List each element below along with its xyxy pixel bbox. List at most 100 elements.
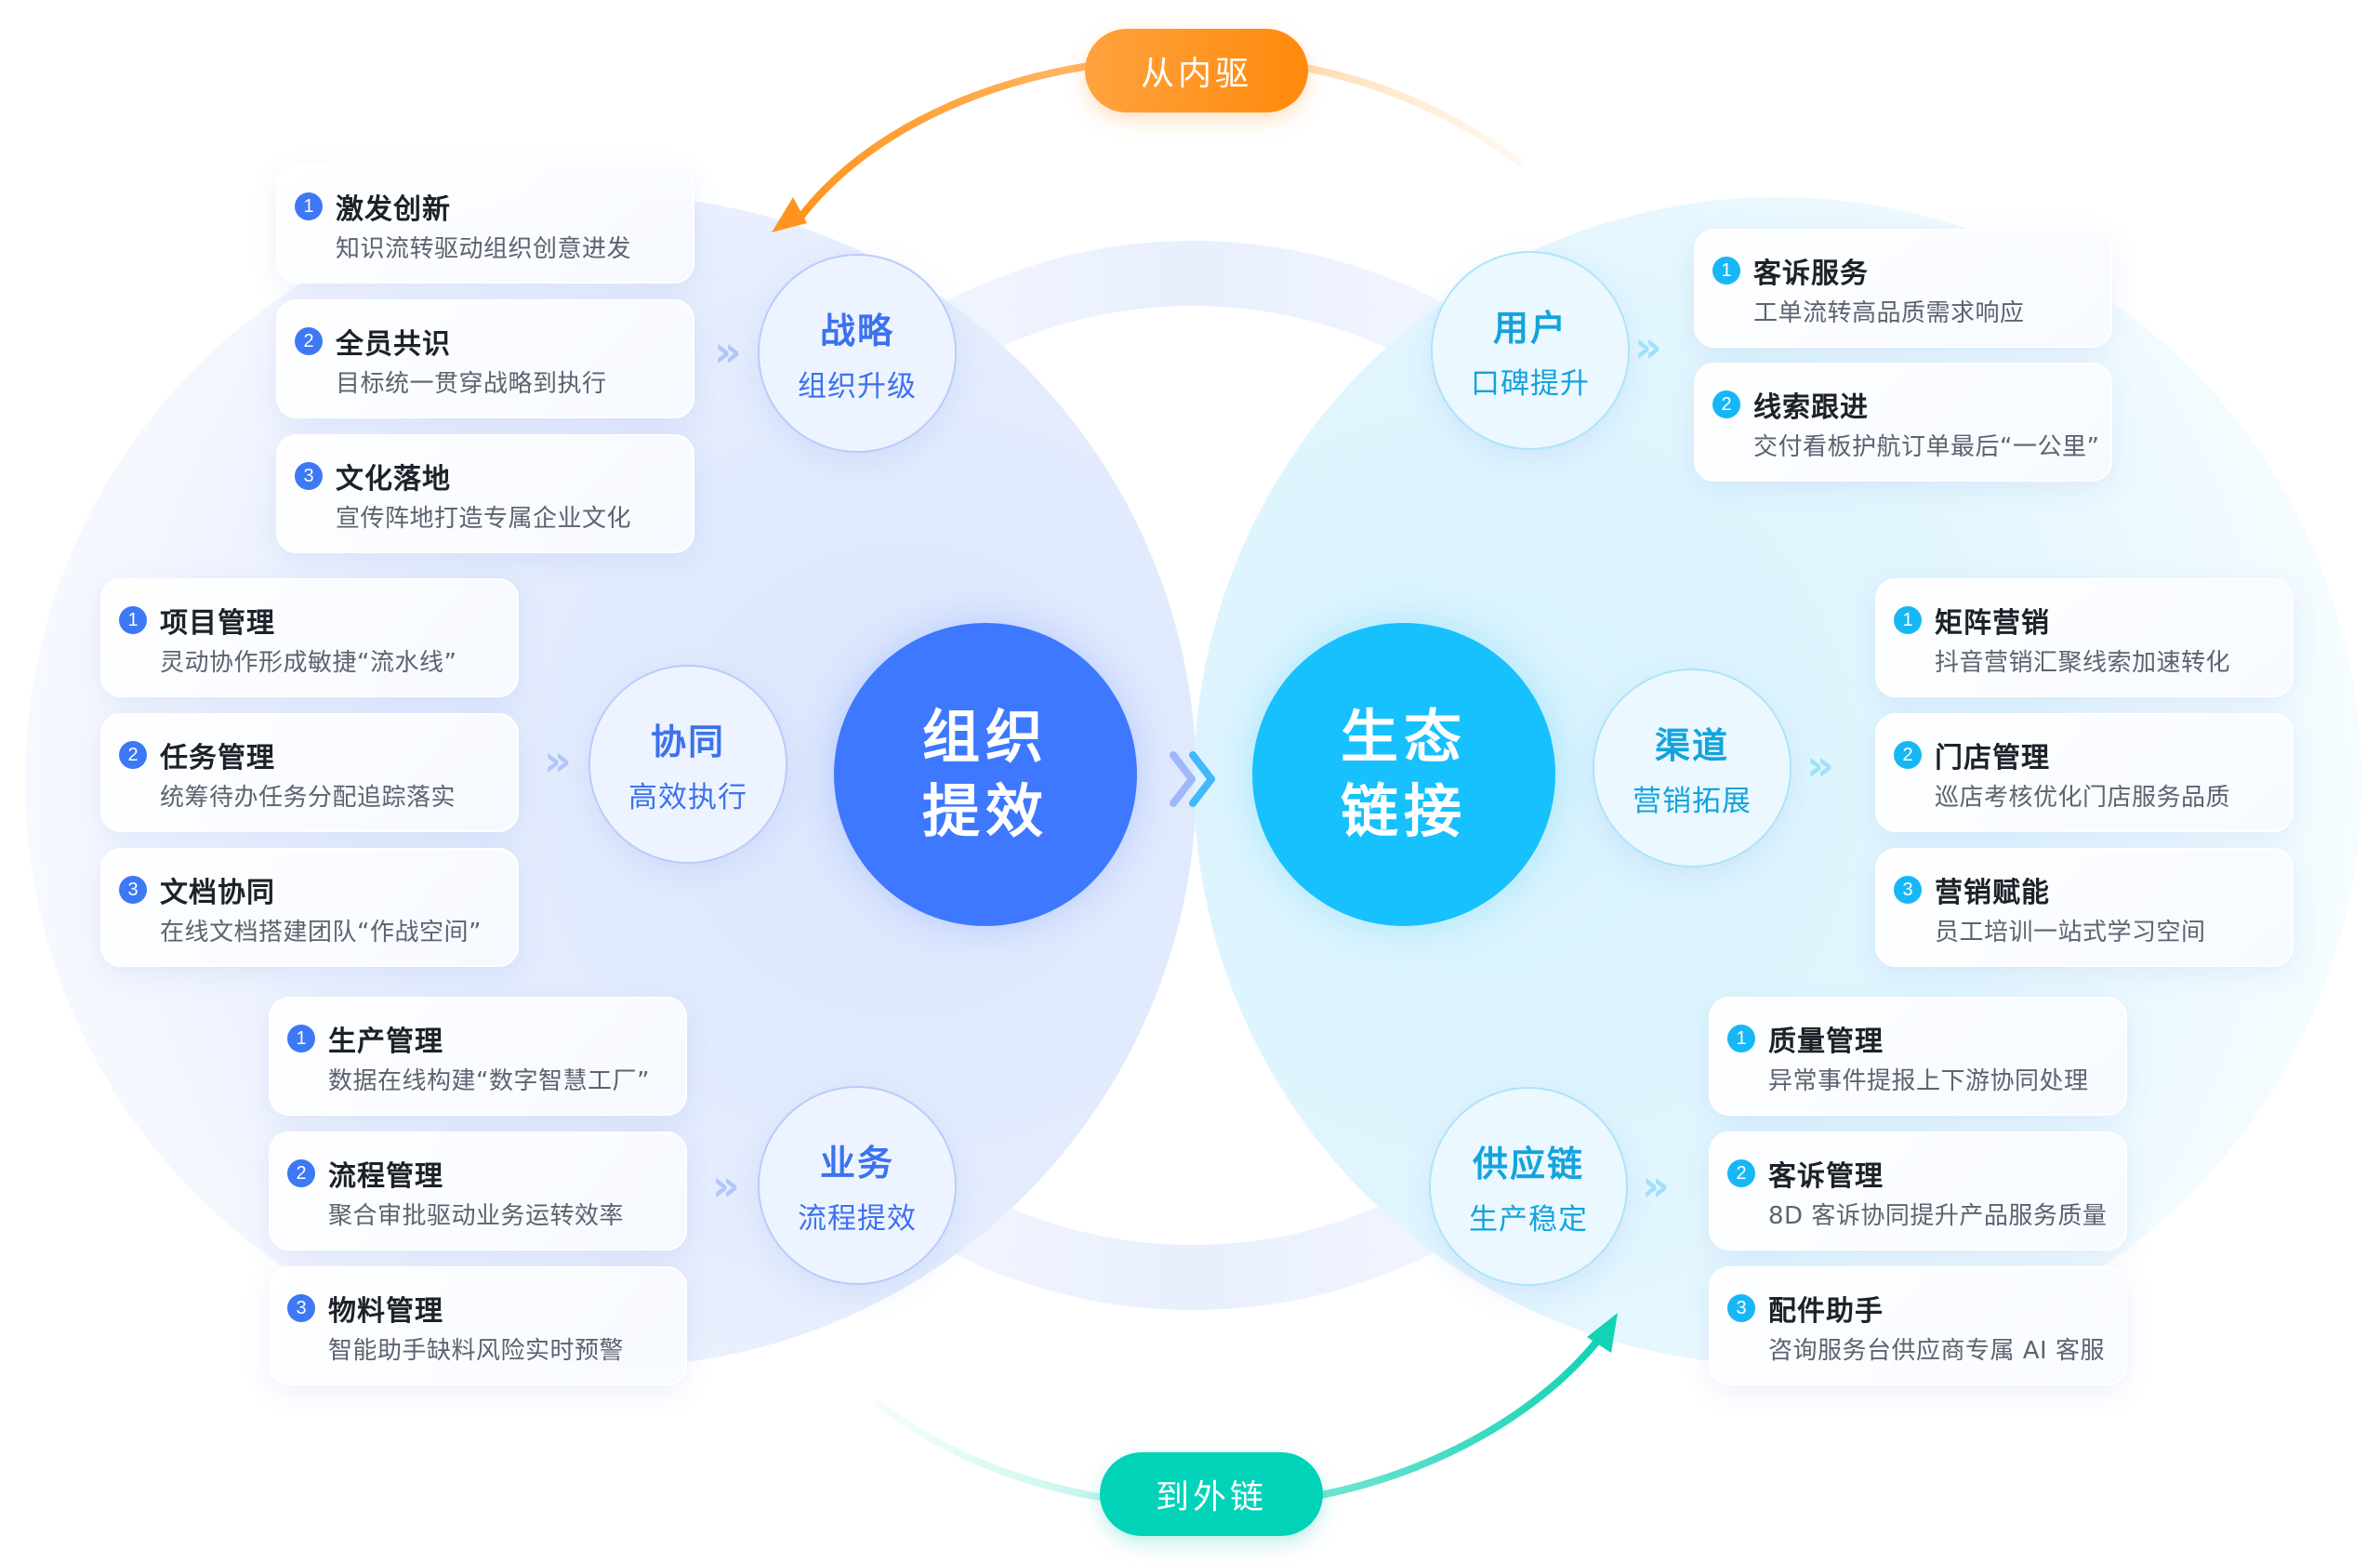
- card-desc: 咨询服务台供应商专属 AI 客服: [1768, 1337, 2105, 1365]
- number-badge: 3: [295, 462, 323, 490]
- hub-title: 渠道: [1654, 725, 1729, 766]
- card-parts-assistant[interactable]: 3 配件助手 咨询服务台供应商专属 AI 客服: [1709, 1266, 2127, 1385]
- number-badge: 2: [295, 327, 323, 355]
- card-desc: 巡店考核优化门店服务品质: [1935, 784, 2231, 812]
- number-badge: 1: [1894, 606, 1922, 634]
- chevron-right-icon: »: [1634, 322, 1662, 372]
- number-badge: 2: [119, 741, 147, 769]
- card-desc: 数据在线构建“数字智慧工厂”: [328, 1067, 650, 1095]
- hub-title: 业务: [819, 1143, 894, 1184]
- card-title: 文档协同: [160, 877, 275, 909]
- chevron-right-icon: »: [544, 735, 572, 786]
- external-chain-label: 到外链: [1100, 1452, 1323, 1536]
- card-title: 配件助手: [1768, 1295, 1884, 1328]
- card-desc: 工单流转高品质需求响应: [1753, 299, 2025, 327]
- card-store-management[interactable]: 2 门店管理 巡店考核优化门店服务品质: [1875, 713, 2294, 832]
- card-innovation[interactable]: 1 激发创新 知识流转驱动组织创意进发: [276, 165, 694, 284]
- green-arrowhead: [1587, 1313, 1618, 1353]
- hub-subtitle: 高效执行: [628, 781, 747, 814]
- card-matrix-marketing[interactable]: 1 矩阵营销 抖音营销汇聚线索加速转化: [1875, 578, 2294, 697]
- number-badge: 3: [1727, 1294, 1755, 1322]
- center-chevron-icon: [1170, 751, 1215, 807]
- card-consensus[interactable]: 2 全员共识 目标统一贯穿战略到执行: [276, 299, 694, 418]
- number-badge: 2: [1894, 741, 1922, 769]
- number-badge: 2: [1712, 390, 1740, 418]
- main-circle-ecosystem: 生态 链接: [1252, 623, 1555, 926]
- hub-subtitle: 营销拓展: [1633, 785, 1752, 818]
- card-desc: 知识流转驱动组织创意进发: [336, 235, 632, 263]
- card-title: 任务管理: [160, 742, 275, 774]
- card-project-management[interactable]: 1 项目管理 灵动协作形成敏捷“流水线”: [100, 578, 519, 697]
- number-badge: 3: [119, 876, 147, 904]
- hub-users[interactable]: 用户 口碑提升: [1431, 251, 1630, 450]
- chevron-right-icon: »: [1642, 1160, 1670, 1211]
- card-title: 物料管理: [328, 1295, 443, 1328]
- card-task-management[interactable]: 2 任务管理 统筹待办任务分配追踪落实: [100, 713, 519, 832]
- hub-strategy[interactable]: 战略 组织升级: [758, 254, 957, 453]
- card-desc: 员工培训一站式学习空间: [1935, 919, 2206, 946]
- card-material-management[interactable]: 3 物料管理 智能助手缺料风险实时预警: [269, 1266, 687, 1385]
- number-badge: 3: [1894, 876, 1922, 904]
- card-desc: 灵动协作形成敏捷“流水线”: [160, 649, 457, 677]
- main-title-line2: 提效: [921, 777, 1049, 845]
- hub-subtitle: 组织升级: [798, 370, 917, 404]
- number-badge: 3: [287, 1294, 315, 1322]
- card-title: 客诉服务: [1753, 258, 1869, 290]
- card-marketing-enablement[interactable]: 3 营销赋能 员工培训一站式学习空间: [1875, 848, 2294, 967]
- number-badge: 1: [1712, 257, 1740, 285]
- card-title: 激发创新: [336, 193, 451, 226]
- number-badge: 1: [295, 192, 323, 220]
- card-title: 流程管理: [328, 1160, 443, 1193]
- card-title: 全员共识: [336, 328, 451, 361]
- card-title: 门店管理: [1935, 742, 2050, 774]
- orange-arrowhead: [772, 197, 807, 232]
- number-badge: 1: [1727, 1025, 1755, 1052]
- card-title: 客诉管理: [1768, 1160, 1884, 1193]
- card-title: 线索跟进: [1753, 391, 1869, 424]
- card-complaint-management[interactable]: 2 客诉管理 8D 客诉协同提升产品服务质量: [1709, 1132, 2127, 1251]
- card-doc-collaboration[interactable]: 3 文档协同 在线文档搭建团队“作战空间”: [100, 848, 519, 967]
- card-production-management[interactable]: 1 生产管理 数据在线构建“数字智慧工厂”: [269, 997, 687, 1116]
- card-desc: 聚合审批驱动业务运转效率: [328, 1202, 625, 1230]
- card-title: 质量管理: [1768, 1026, 1884, 1058]
- card-desc: 智能助手缺料风险实时预警: [328, 1337, 625, 1365]
- number-badge: 1: [119, 606, 147, 634]
- card-desc: 在线文档搭建团队“作战空间”: [160, 919, 482, 946]
- hub-collaboration[interactable]: 协同 高效执行: [588, 665, 787, 864]
- card-desc: 目标统一贯穿战略到执行: [336, 370, 607, 398]
- hub-supply-chain[interactable]: 供应链 生产稳定: [1429, 1087, 1628, 1286]
- card-title: 生产管理: [328, 1026, 443, 1058]
- card-title: 矩阵营销: [1935, 607, 2050, 640]
- main-title-line1: 组织: [921, 703, 1049, 771]
- main-circle-org-efficiency: 组织 提效: [834, 623, 1137, 926]
- card-culture[interactable]: 3 文化落地 宣传阵地打造专属企业文化: [276, 434, 694, 553]
- card-title: 项目管理: [160, 607, 275, 640]
- card-desc: 统筹待办任务分配追踪落实: [160, 784, 456, 812]
- card-complaint-service[interactable]: 1 客诉服务 工单流转高品质需求响应: [1694, 229, 2112, 348]
- card-desc: 抖音营销汇聚线索加速转化: [1935, 649, 2231, 677]
- card-title: 文化落地: [336, 463, 451, 496]
- hub-business[interactable]: 业务 流程提效: [758, 1086, 957, 1285]
- hub-subtitle: 生产稳定: [1469, 1203, 1588, 1237]
- hub-title: 战略: [819, 311, 894, 351]
- inner-drive-label: 从内驱: [1085, 29, 1308, 113]
- number-badge: 1: [287, 1025, 315, 1052]
- card-lead-followup[interactable]: 2 线索跟进 交付看板护航订单最后“一公里”: [1694, 363, 2112, 482]
- card-desc: 8D 客诉协同提升产品服务质量: [1768, 1202, 2108, 1230]
- hub-subtitle: 口碑提升: [1471, 367, 1590, 401]
- chevron-right-icon: »: [714, 326, 742, 377]
- card-desc: 宣传阵地打造专属企业文化: [336, 505, 632, 533]
- hub-title: 供应链: [1472, 1144, 1584, 1185]
- number-badge: 2: [1727, 1159, 1755, 1187]
- main-title-line2: 链接: [1340, 777, 1467, 845]
- chevron-right-icon: »: [712, 1160, 740, 1211]
- hub-subtitle: 流程提效: [798, 1202, 917, 1236]
- card-title: 营销赋能: [1935, 877, 2050, 909]
- card-desc: 交付看板护航订单最后“一公里”: [1753, 433, 2100, 461]
- main-title-line1: 生态: [1340, 703, 1467, 771]
- chevron-right-icon: »: [1806, 740, 1834, 790]
- hub-title: 协同: [650, 721, 725, 762]
- hub-channels[interactable]: 渠道 营销拓展: [1593, 668, 1792, 867]
